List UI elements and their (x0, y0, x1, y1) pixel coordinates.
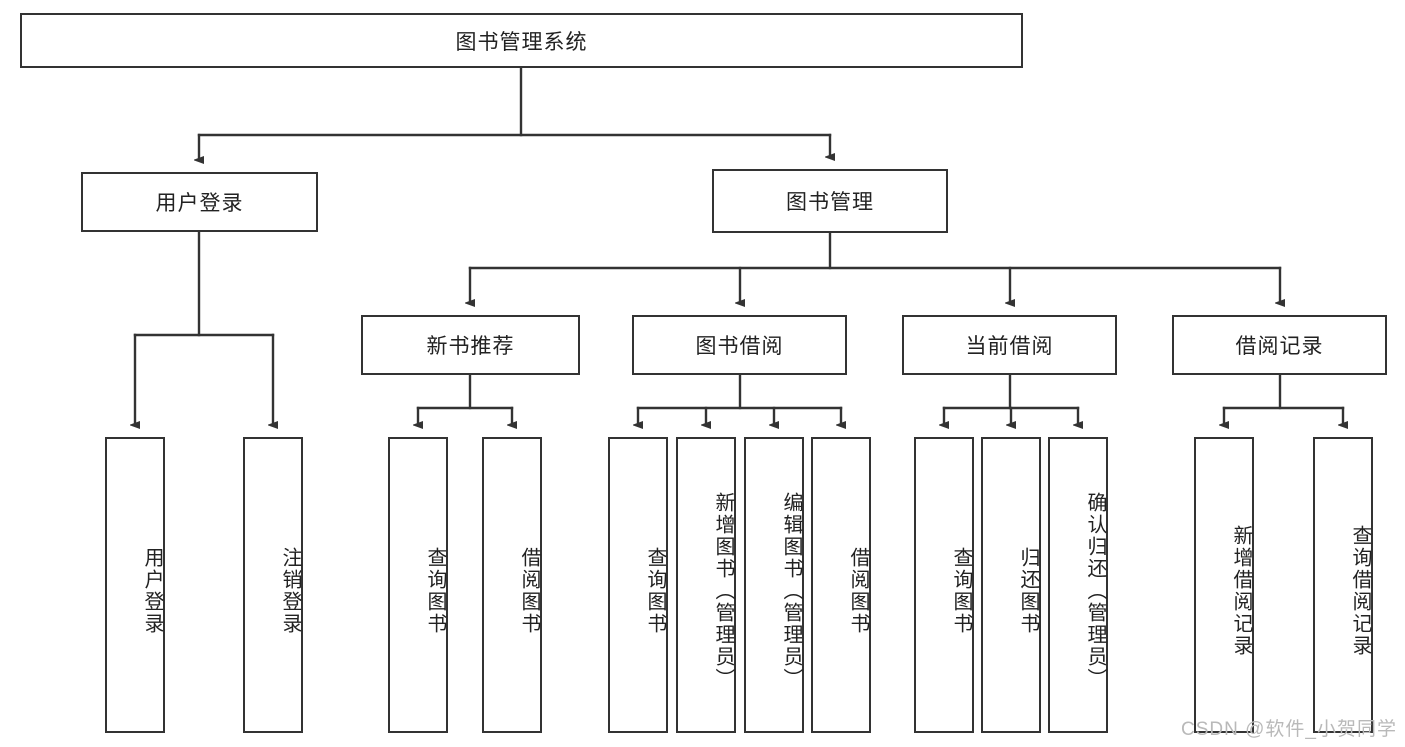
node-leaf[interactable]: 归还图书 (981, 437, 1041, 733)
node-leaf-label: 编辑图书（管理员） (780, 492, 802, 690)
node-leaf[interactable]: 借阅图书 (482, 437, 542, 733)
node-leaf-label: 注销登录 (279, 547, 301, 635)
node-root-label: 图书管理系统 (455, 30, 588, 54)
node-leaf[interactable]: 确认归还（管理员） (1048, 437, 1108, 733)
node-leaf-label: 查询借阅记录 (1349, 525, 1371, 657)
node-leaf[interactable]: 查询图书 (608, 437, 668, 733)
node-leaf-label: 归还图书 (1017, 547, 1039, 635)
node-borrow-record[interactable]: 借阅记录 (1172, 315, 1387, 375)
node-current-borrow[interactable]: 当前借阅 (902, 315, 1117, 375)
node-leaf[interactable]: 查询图书 (914, 437, 974, 733)
node-leaf[interactable]: 查询图书 (388, 437, 448, 733)
node-leaf[interactable]: 注销登录 (243, 437, 303, 733)
node-leaf-label: 借阅图书 (518, 547, 540, 635)
node-leaf[interactable]: 借阅图书 (811, 437, 871, 733)
node-leaf-label: 借阅图书 (847, 547, 869, 635)
node-leaf-label: 确认归还（管理员） (1084, 492, 1106, 690)
node-user-login-label: 用户登录 (155, 192, 244, 215)
node-book-borrow[interactable]: 图书借阅 (632, 315, 847, 375)
node-new-book-recommend-label: 新书推荐 (426, 335, 515, 358)
node-leaf-label: 查询图书 (950, 547, 972, 635)
node-book-management[interactable]: 图书管理 (712, 169, 948, 233)
node-leaf[interactable]: 编辑图书（管理员） (744, 437, 804, 733)
node-current-borrow-label: 当前借阅 (965, 335, 1054, 358)
node-leaf[interactable]: 查询借阅记录 (1313, 437, 1373, 733)
node-user-login[interactable]: 用户登录 (81, 172, 318, 232)
node-book-management-label: 图书管理 (786, 191, 874, 214)
node-leaf-label: 查询图书 (424, 547, 446, 635)
node-leaf-label: 查询图书 (644, 547, 666, 635)
node-borrow-record-label: 借阅记录 (1235, 335, 1324, 358)
node-leaf[interactable]: 用户登录 (105, 437, 165, 733)
node-book-borrow-label: 图书借阅 (695, 335, 784, 358)
node-leaf[interactable]: 新增图书（管理员） (676, 437, 736, 733)
node-leaf-label: 新增图书（管理员） (712, 492, 734, 690)
node-leaf-label: 新增借阅记录 (1230, 525, 1252, 657)
node-root-system[interactable]: 图书管理系统 (20, 13, 1023, 68)
node-leaf-label: 用户登录 (141, 547, 163, 635)
node-leaf[interactable]: 新增借阅记录 (1194, 437, 1254, 733)
node-new-book-recommend[interactable]: 新书推荐 (361, 315, 580, 375)
